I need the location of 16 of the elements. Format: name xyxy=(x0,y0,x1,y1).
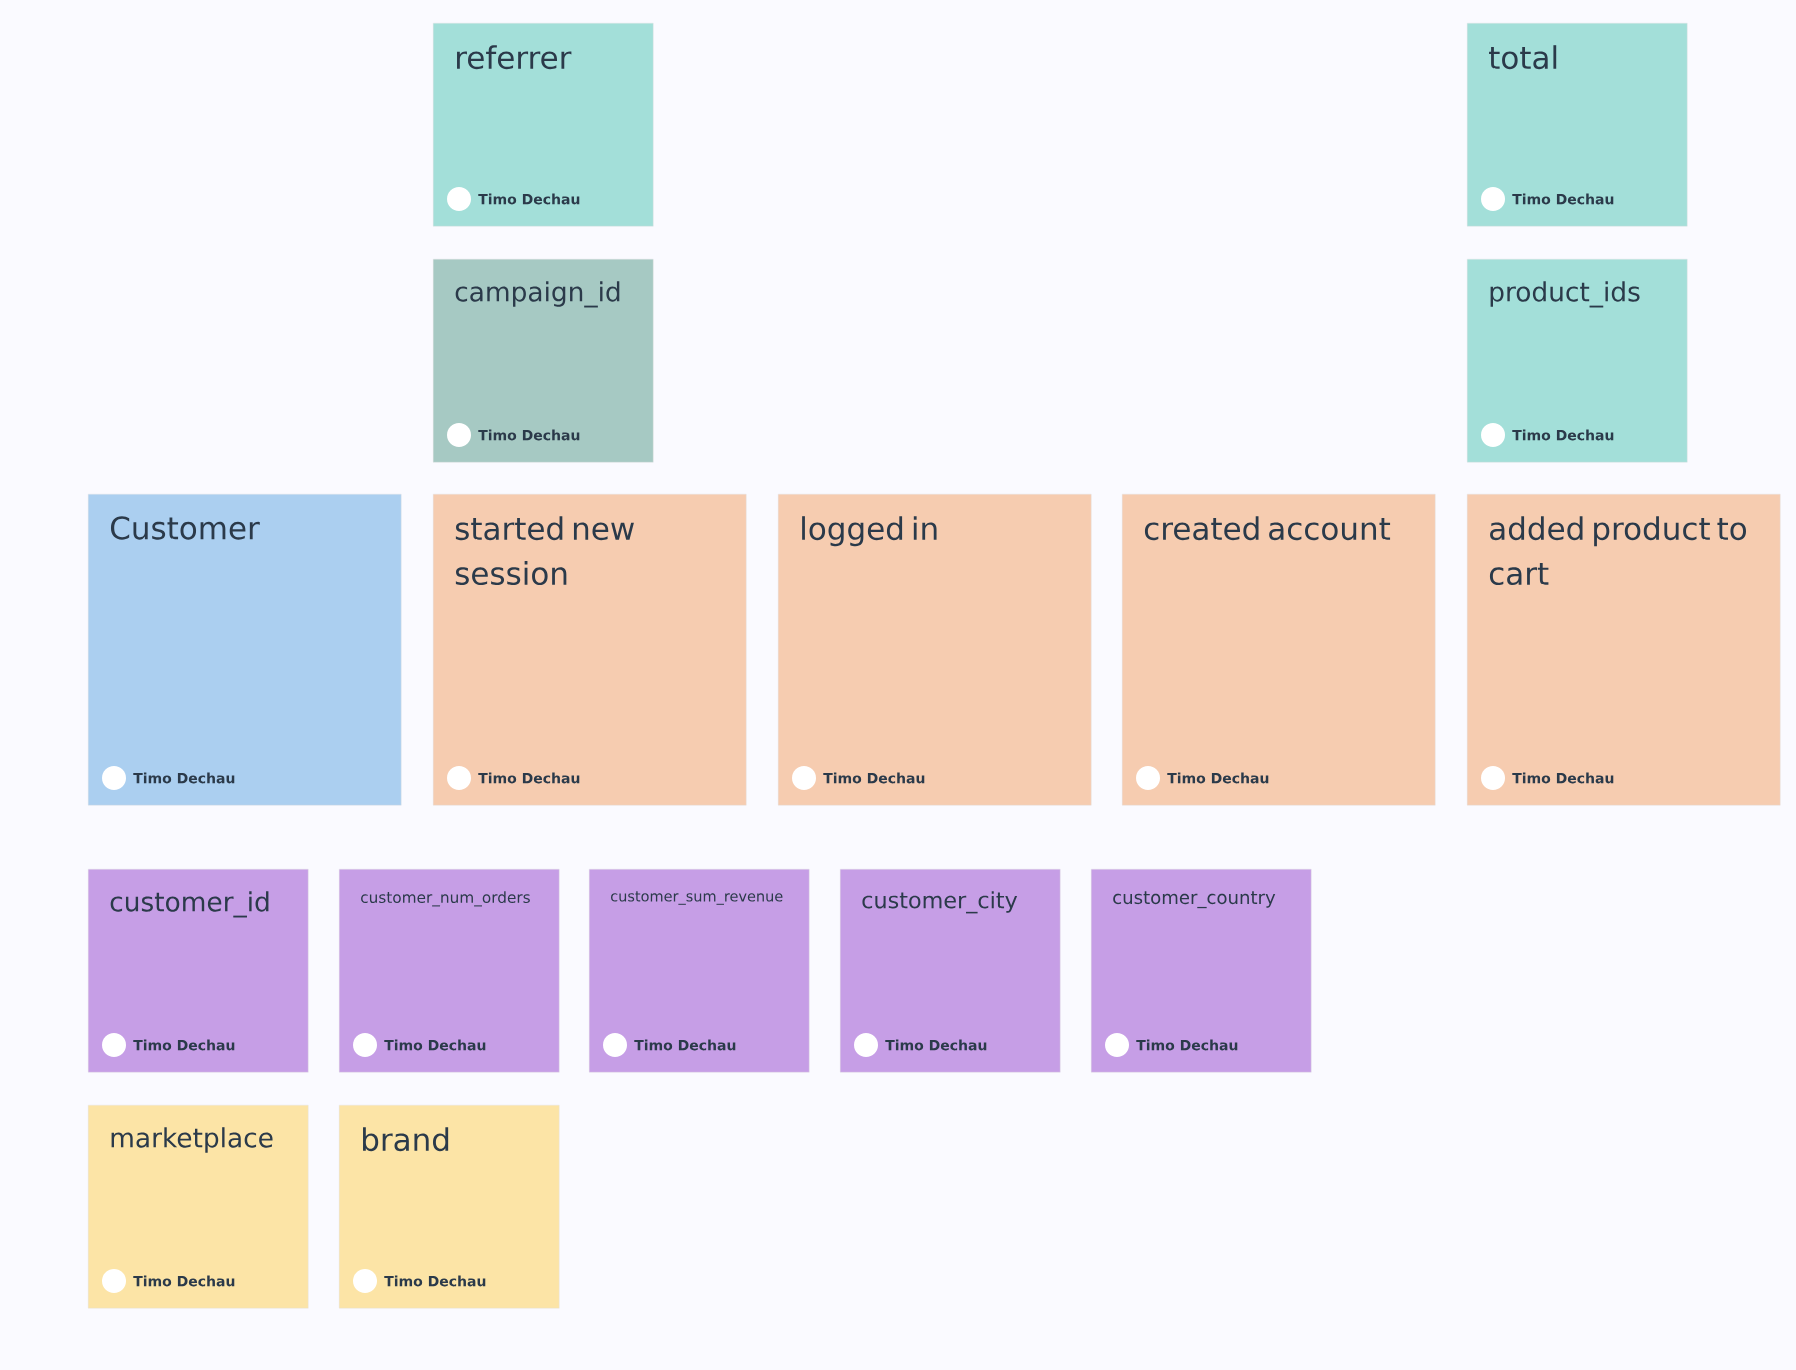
author-name: Timo Dechau xyxy=(133,1039,235,1051)
author-name: Timo Dechau xyxy=(634,1039,736,1051)
author-name: Timo Dechau xyxy=(384,1275,486,1287)
author-name: Timo Dechau xyxy=(133,1275,235,1287)
author-name: Timo Dechau xyxy=(823,772,925,784)
author-name: Timo Dechau xyxy=(478,429,580,441)
author-name: Timo Dechau xyxy=(885,1039,987,1051)
author-name: Timo Dechau xyxy=(478,193,580,205)
author-name: Timo Dechau xyxy=(1136,1039,1238,1051)
author-name: Timo Dechau xyxy=(1512,429,1614,441)
author-name: Timo Dechau xyxy=(133,772,235,784)
author-name: Timo Dechau xyxy=(384,1039,486,1051)
author-name: Timo Dechau xyxy=(1512,772,1614,784)
author-name: Timo Dechau xyxy=(478,772,580,784)
author-name: Timo Dechau xyxy=(1512,193,1614,205)
author-name: Timo Dechau xyxy=(1167,772,1269,784)
